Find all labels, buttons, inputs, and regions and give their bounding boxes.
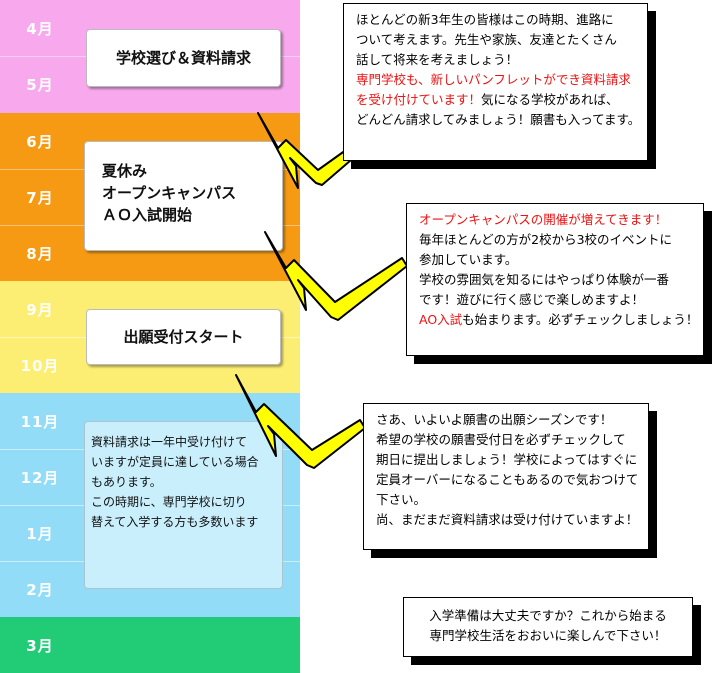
winter-note-box: 資料請求は一年中受け付けて いますが定員に達している場合 もあります。 この時期… bbox=[84, 421, 283, 589]
callout-line: です！遊びに行く感じで楽しめますよ！ bbox=[419, 292, 645, 307]
arrow-icon bbox=[235, 374, 366, 469]
month-label-oct: 10月 bbox=[20, 357, 60, 375]
winter-note-line: 替えて入学する方も多数います bbox=[91, 515, 259, 529]
callout-line: 期日に提出しましょう！学校によってはすぐに bbox=[376, 452, 638, 467]
month-label-sep: 9月 bbox=[26, 301, 54, 319]
callout-line-highlight: 専門学校も、新しいパンフレットができ資料請求 bbox=[356, 72, 631, 87]
event-box-summer: 夏休み オープンキャンパス ＡＯ入試開始 bbox=[84, 141, 283, 251]
callout-line: 参加しています。 bbox=[419, 252, 518, 267]
month-label-jun: 6月 bbox=[26, 133, 54, 151]
callout-line: ついて考えます。先生や家族、友達とたくさん bbox=[356, 32, 617, 47]
callout-line: 定員オーバーになることもあるので気おつけて bbox=[376, 472, 639, 487]
month-label-jul: 7月 bbox=[26, 189, 54, 207]
season-band-march bbox=[0, 617, 300, 673]
callout-summer: オープンキャンパスの開催が増えてきます！ 毎年ほとんどの方が2校から3校のイベン… bbox=[406, 203, 704, 356]
winter-note-line: この時期に、専門学校に切り bbox=[91, 495, 247, 509]
callout-line: 専門学校生活をおおいに楽しんで下さい！ bbox=[429, 628, 667, 643]
event-summer-line: 夏休み bbox=[102, 162, 148, 180]
callout-application-season: さあ、いよいよ願書の出願シーズンです！ 希望の学校の願書受付日を必ずチェックして… bbox=[363, 403, 649, 550]
callout-line: どんどん請求してみましょう！願書も入ってます。 bbox=[356, 112, 641, 127]
callout-line: 学校の雰囲気を知るにはやっぱり体験が一番 bbox=[419, 272, 670, 287]
month-label-jan: 1月 bbox=[26, 525, 54, 543]
callout-march: 入学準備は大丈夫ですか？これから始まる 専門学校生活をおおいに楽しんで下さい！ bbox=[403, 597, 693, 657]
callout-highlight: AO入試 bbox=[419, 312, 463, 327]
month-label-nov: 11月 bbox=[20, 413, 60, 431]
callout-line: ほとんどの新3年生の皆様はこの時期、進路に bbox=[356, 12, 614, 27]
month-label-aug: 8月 bbox=[26, 245, 54, 263]
callout-april-may: ほとんどの新3年生の皆様はこの時期、進路に ついて考えます。先生や家族、友達とた… bbox=[343, 3, 648, 161]
callout-highlight: を受け付けています！ bbox=[356, 92, 482, 107]
arrow-icon bbox=[257, 112, 366, 189]
month-label-may: 5月 bbox=[26, 76, 54, 94]
month-label-dec: 12月 bbox=[20, 469, 60, 487]
month-label-feb: 2月 bbox=[26, 581, 54, 599]
callout-line: AO入試も始まります。必ずチェックしましょう！ bbox=[419, 310, 703, 330]
callout-text: 気になる学校があれば、 bbox=[481, 92, 619, 107]
callout-line: 入学準備は大丈夫ですか？これから始まる bbox=[429, 608, 667, 623]
winter-note-line: もあります。 bbox=[91, 475, 162, 489]
event-summer-line: オープンキャンパス bbox=[102, 184, 237, 202]
callout-line: 尚、まだまだ資料請求は受け付けていますよ！ bbox=[376, 512, 639, 527]
arrow-icon bbox=[264, 231, 408, 321]
callout-line: さあ、いよいよ願書の出願シーズンです！ bbox=[376, 412, 613, 427]
callout-line: 希望の学校の願書受付日を必ずチェックして bbox=[376, 432, 626, 447]
month-label-mar: 3月 bbox=[26, 637, 54, 655]
month-label-apr: 4月 bbox=[26, 20, 54, 38]
winter-note-line: 資料請求は一年中受け付けて bbox=[91, 435, 248, 449]
callout-line: 話して将来を考えましょう！ bbox=[356, 52, 519, 67]
callout-line: を受け付けています！気になる学校があれば、 bbox=[356, 90, 647, 110]
event-box-application-start: 出願受付スタート bbox=[86, 309, 281, 365]
callout-line: 下さい。 bbox=[376, 492, 427, 507]
callout-text: も始まります。必ずチェックしましょう！ bbox=[462, 312, 699, 327]
winter-note-line: いますが定員に達している場合 bbox=[91, 455, 259, 469]
event-summer-line: ＡＯ入試開始 bbox=[102, 206, 193, 224]
callout-line: 毎年ほとんどの方が2校から3校のイベントに bbox=[419, 232, 673, 247]
callout-line-highlight: オープンキャンパスの開催が増えてきます！ bbox=[419, 212, 668, 227]
event-box-school-selection: 学校選び＆資料請求 bbox=[86, 29, 281, 87]
